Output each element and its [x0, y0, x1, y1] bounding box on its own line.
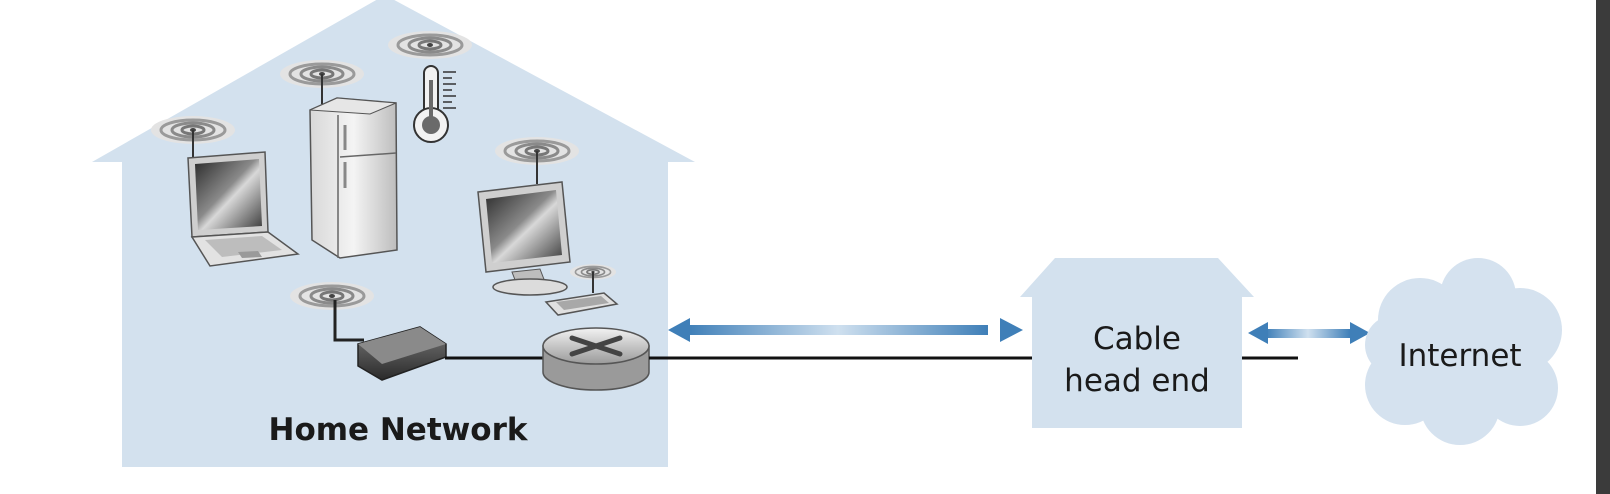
wireless-signal-icon: [386, 29, 474, 61]
right-edge-bar: [1596, 0, 1610, 494]
cable-head-end: Cable head end: [1020, 258, 1254, 428]
home-network-label: Home Network: [269, 412, 529, 448]
keyboard-icon: [544, 263, 619, 316]
home-headend-arrow: [668, 318, 1023, 342]
cable-head-end-label-line2: head end: [1064, 363, 1210, 399]
refrigerator-icon: [278, 58, 398, 259]
router-icon: [542, 327, 650, 391]
laptop-icon: [149, 114, 300, 267]
wireless-signal-icon: [288, 280, 376, 312]
internet-label: Internet: [1398, 338, 1521, 374]
thermometer-icon: [386, 29, 474, 143]
internet-cloud: Internet: [1365, 258, 1562, 445]
cable-head-end-label-line1: Cable: [1093, 321, 1181, 357]
desktop-monitor-icon: [477, 135, 581, 296]
headend-internet-arrow: [1248, 322, 1370, 344]
